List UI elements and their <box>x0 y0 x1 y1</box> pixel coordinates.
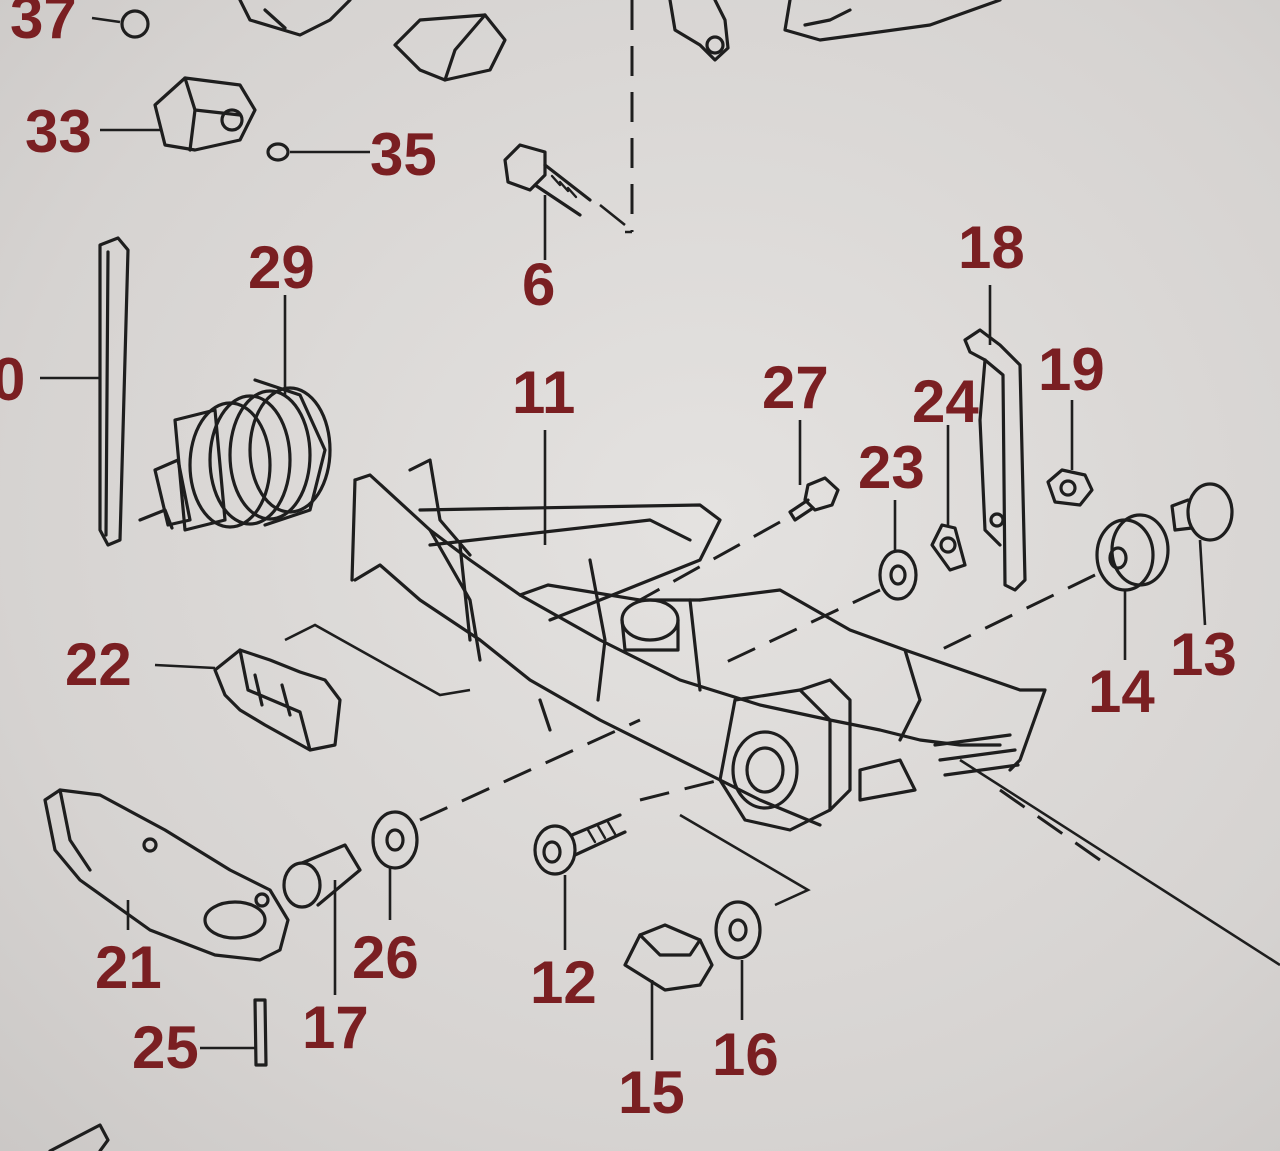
leader-16-link <box>679 813 811 907</box>
callout-13: 13 <box>1170 621 1237 688</box>
part-13-pin <box>1170 482 1234 542</box>
callout-15: 15 <box>618 1059 685 1126</box>
part-24-washer <box>930 523 967 572</box>
callout-26: 26 <box>352 924 419 991</box>
callout-35: 35 <box>370 121 437 188</box>
dash-line-26 <box>419 718 641 822</box>
callout-33: 33 <box>25 98 92 165</box>
part-6-bolt <box>503 143 592 217</box>
dash-line-14 <box>929 573 1096 657</box>
callout-18: 18 <box>958 214 1025 281</box>
leader-22-link <box>284 623 471 697</box>
part-27-screw <box>788 476 840 522</box>
part-11-main-frame <box>350 458 1047 832</box>
dash-line-right <box>999 788 1101 862</box>
part-33-clip <box>153 76 257 152</box>
callout-25: 25 <box>132 1014 199 1081</box>
leader-13 <box>1198 539 1207 626</box>
part-30-tie-strap <box>98 236 130 547</box>
callout-19: 19 <box>1038 336 1105 403</box>
part-26-nut <box>371 810 419 870</box>
callout-12: 12 <box>530 949 597 1016</box>
callout-30: 0 <box>0 346 25 413</box>
callout-24: 24 <box>912 368 979 435</box>
part-18-bent-rod <box>963 328 1027 592</box>
dash-line-23 <box>719 588 881 667</box>
callout-11: 11 <box>512 359 575 426</box>
part-15-cap <box>623 923 714 992</box>
part-12-bolt <box>533 813 627 876</box>
top-left-fragment <box>120 0 352 39</box>
part-25-pin <box>253 998 268 1067</box>
bottom-left-fragment <box>48 1123 110 1151</box>
top-right-bracket <box>668 0 730 62</box>
callout-16: 16 <box>712 1021 779 1088</box>
part-35-screw <box>266 142 290 162</box>
part-23-washer <box>878 549 918 601</box>
callout-29: 29 <box>248 234 315 301</box>
part-21-plate <box>43 788 290 962</box>
leader-right-edge <box>959 758 1280 967</box>
leader-6-link <box>599 203 632 234</box>
leader-22 <box>154 663 216 670</box>
callout-23: 23 <box>858 434 925 501</box>
dash-line-12 <box>639 778 721 802</box>
part-17-pin <box>282 843 362 909</box>
callout-6: 6 <box>522 251 555 318</box>
part-22-bracket <box>213 648 342 752</box>
top-right-rail <box>783 0 1002 42</box>
callout-17: 17 <box>302 994 369 1061</box>
leader-37 <box>91 16 121 24</box>
callout-37: 37 <box>10 0 77 51</box>
callout-14: 14 <box>1088 658 1155 725</box>
callout-21: 21 <box>95 934 162 1001</box>
part-29-motor-assembly <box>138 378 332 532</box>
part-16-washer <box>714 900 762 960</box>
part-19-nut <box>1046 468 1094 507</box>
callout-27: 27 <box>762 354 829 421</box>
callout-22: 22 <box>65 631 132 698</box>
part-14-bushing <box>1095 513 1170 592</box>
dash-line-27 <box>639 520 781 602</box>
top-center-fragment <box>393 13 507 82</box>
